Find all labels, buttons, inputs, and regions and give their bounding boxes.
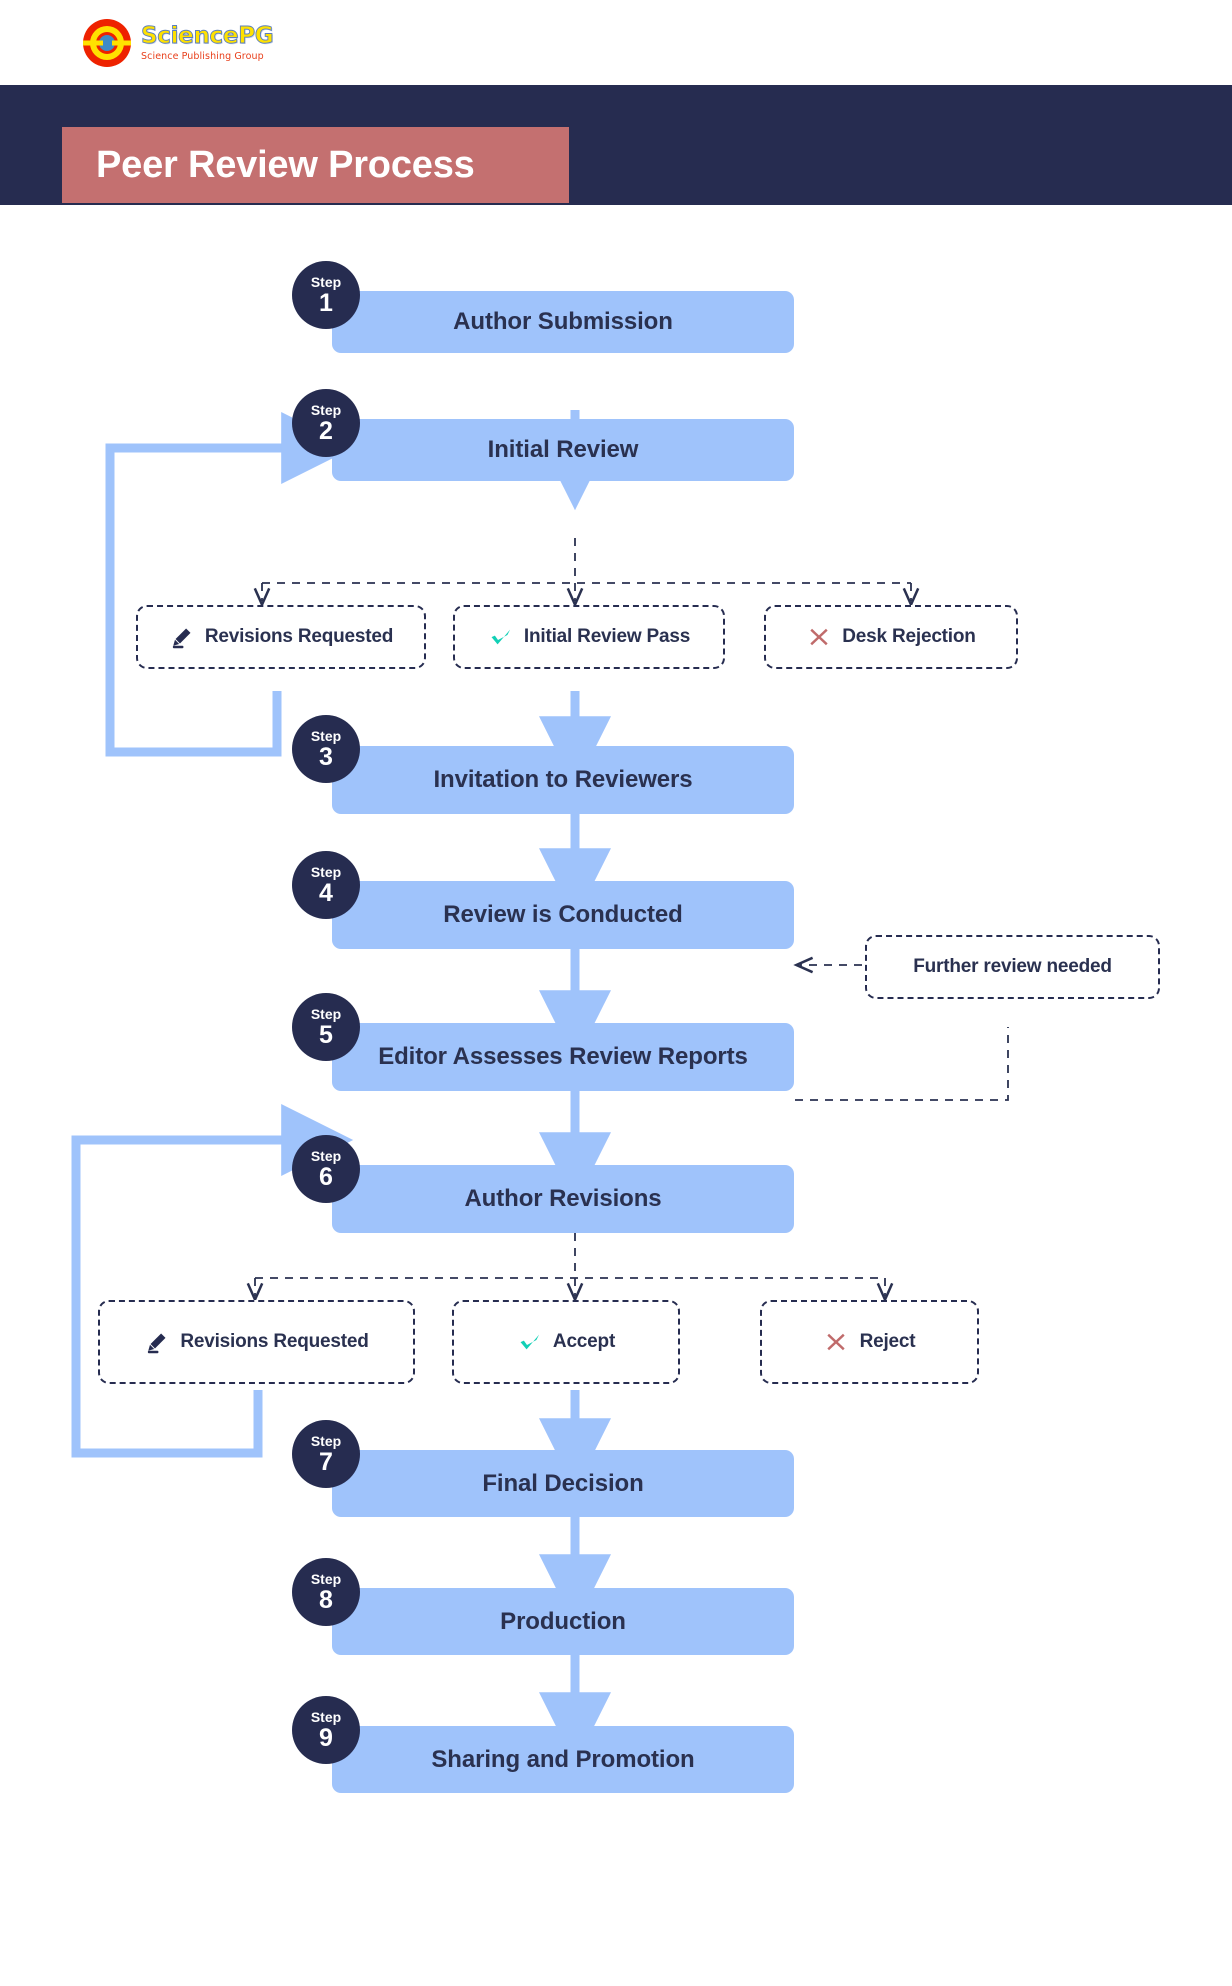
decision-accept[interactable]: Accept bbox=[452, 1300, 680, 1384]
step-box-2[interactable]: Initial Review bbox=[332, 419, 794, 481]
step-box-5[interactable]: Editor Assesses Review Reports bbox=[332, 1023, 794, 1091]
decision-revisions-requested-2[interactable]: Revisions Requested bbox=[98, 1300, 415, 1384]
step-badge-num-5: 5 bbox=[319, 1020, 333, 1049]
step-box-4[interactable]: Review is Conducted bbox=[332, 881, 794, 949]
decision-label: Revisions Requested bbox=[180, 1331, 369, 1352]
step-badge-word-6: Step bbox=[310, 1147, 342, 1164]
step-badge-word-5: Step bbox=[310, 1005, 342, 1022]
step-badge-word-7: Step bbox=[310, 1432, 342, 1449]
step-badge-num-7: 7 bbox=[319, 1447, 333, 1476]
step-badge-word-9: Step bbox=[310, 1708, 342, 1725]
flowchart: Author Submission Step 1 Initial Review … bbox=[0, 205, 1232, 1986]
cross-icon bbox=[824, 1330, 849, 1355]
step-badge-num-8: 8 bbox=[319, 1585, 333, 1614]
step-box-3[interactable]: Invitation to Reviewers bbox=[332, 746, 794, 814]
step-label-4: Review is Conducted bbox=[443, 901, 683, 928]
step-label-8: Production bbox=[500, 1607, 626, 1635]
step-badge-8: Step 8 bbox=[292, 1558, 360, 1626]
step-label-2: Initial Review bbox=[487, 436, 639, 463]
page-title-block: Peer Review Process bbox=[62, 127, 569, 203]
decision-reject[interactable]: Reject bbox=[760, 1300, 979, 1384]
step-label-7: Final Decision bbox=[482, 1469, 644, 1497]
step-label-9: Sharing and Promotion bbox=[431, 1745, 695, 1773]
decision-label: Initial Review Pass bbox=[523, 626, 691, 647]
pencil-icon bbox=[144, 1330, 169, 1355]
check-icon bbox=[517, 1330, 542, 1355]
step-badge-2: Step 2 bbox=[292, 389, 360, 457]
step-badge-num-1: 1 bbox=[319, 288, 333, 317]
step-badge-num-2: 2 bbox=[319, 416, 333, 445]
step-badge-4: Step 4 bbox=[292, 851, 360, 919]
step-label-1: Author Submission bbox=[453, 308, 673, 335]
step-badge-word-4: Step bbox=[310, 863, 342, 880]
step-badge-7: Step 7 bbox=[292, 1420, 360, 1488]
decision-desk-rejection[interactable]: Desk Rejection bbox=[764, 605, 1018, 669]
decision-label: Revisions Requested bbox=[204, 626, 394, 647]
pencil-icon bbox=[169, 625, 194, 650]
step-badge-5: Step 5 bbox=[292, 993, 360, 1061]
step-box-6[interactable]: Author Revisions bbox=[332, 1165, 794, 1233]
step-badge-num-6: 6 bbox=[319, 1162, 333, 1191]
step-label-6: Author Revisions bbox=[464, 1185, 662, 1212]
decision-initial-review-pass[interactable]: Initial Review Pass bbox=[453, 605, 725, 669]
decision-label: Desk Rejection bbox=[842, 626, 976, 647]
sciencepg-logo[interactable]: SciencePG Science Publishing Group bbox=[82, 18, 275, 68]
step-box-1[interactable]: Author Submission bbox=[332, 291, 794, 353]
logo-wordmark: SciencePG bbox=[141, 22, 275, 49]
page-title: Peer Review Process bbox=[96, 143, 475, 186]
step-badge-6: Step 6 bbox=[292, 1135, 360, 1203]
note-further-review-needed[interactable]: Further review needed bbox=[865, 935, 1160, 999]
step-badge-3: Step 3 bbox=[292, 715, 360, 783]
step-label-3: Invitation to Reviewers bbox=[433, 766, 693, 793]
logo-bar: SciencePG Science Publishing Group bbox=[0, 0, 1232, 85]
note-label: Further review needed bbox=[913, 956, 1112, 977]
decision-label: Reject bbox=[859, 1331, 916, 1352]
step-badge-num-9: 9 bbox=[319, 1723, 333, 1752]
check-icon bbox=[488, 625, 513, 650]
step-badge-word-1: Step bbox=[310, 273, 342, 290]
cross-icon bbox=[806, 625, 831, 650]
step-badge-word-3: Step bbox=[310, 727, 342, 744]
step-badge-word-8: Step bbox=[310, 1570, 342, 1587]
step-badge-word-2: Step bbox=[310, 401, 342, 418]
decision-label: Accept bbox=[552, 1331, 616, 1352]
step-box-7[interactable]: Final Decision bbox=[332, 1450, 794, 1517]
step-box-9[interactable]: Sharing and Promotion bbox=[332, 1726, 794, 1793]
step-badge-9: Step 9 bbox=[292, 1696, 360, 1764]
logo-tagline: Science Publishing Group bbox=[141, 50, 264, 62]
sciencepg-circle-logo bbox=[82, 18, 132, 68]
decision-revisions-requested-1[interactable]: Revisions Requested bbox=[136, 605, 426, 669]
step-badge-num-4: 4 bbox=[319, 878, 333, 907]
step-label-5: Editor Assesses Review Reports bbox=[378, 1043, 748, 1070]
step-badge-1: Step 1 bbox=[292, 261, 360, 329]
step-box-8[interactable]: Production bbox=[332, 1588, 794, 1655]
step-badge-num-3: 3 bbox=[319, 742, 333, 771]
